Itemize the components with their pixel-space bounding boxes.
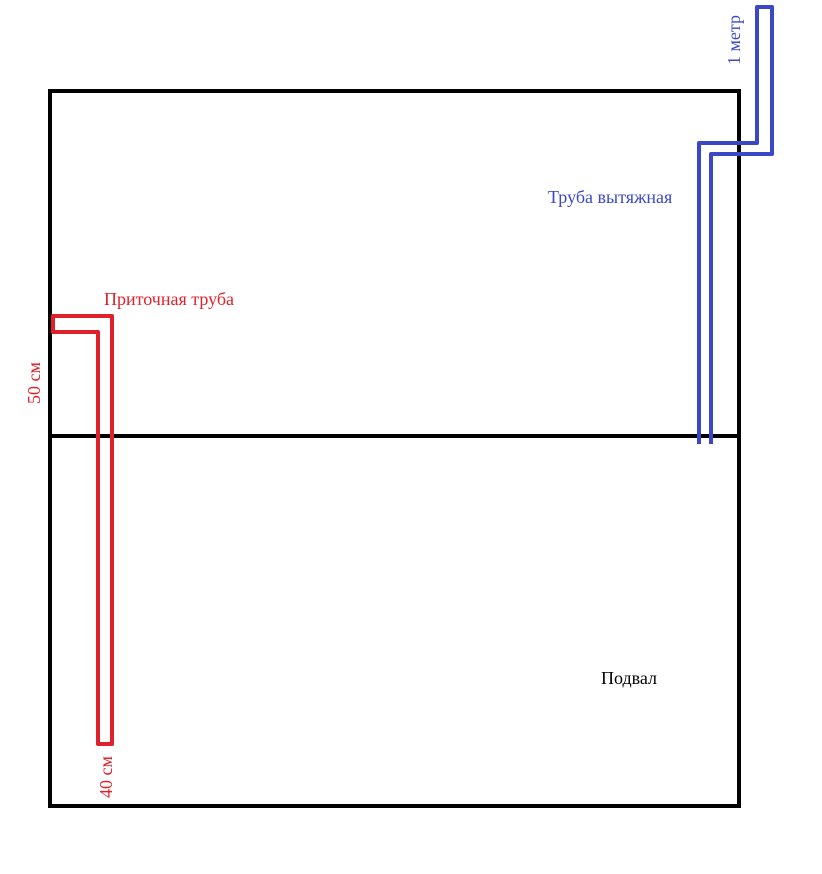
- supply-bottom-dimension: 40 см: [96, 756, 116, 798]
- exhaust-pipe-label: Труба вытяжная: [548, 187, 672, 207]
- supply-top-dimension: 50 см: [24, 362, 44, 404]
- building-outline: [48, 89, 741, 808]
- exhaust-top-dimension: 1 метр: [724, 15, 744, 65]
- supply-pipe: [51, 314, 114, 746]
- exhaust-pipe: [697, 5, 774, 444]
- basement-label: Подвал: [601, 668, 657, 688]
- supply-pipe-label: Приточная труба: [104, 289, 234, 309]
